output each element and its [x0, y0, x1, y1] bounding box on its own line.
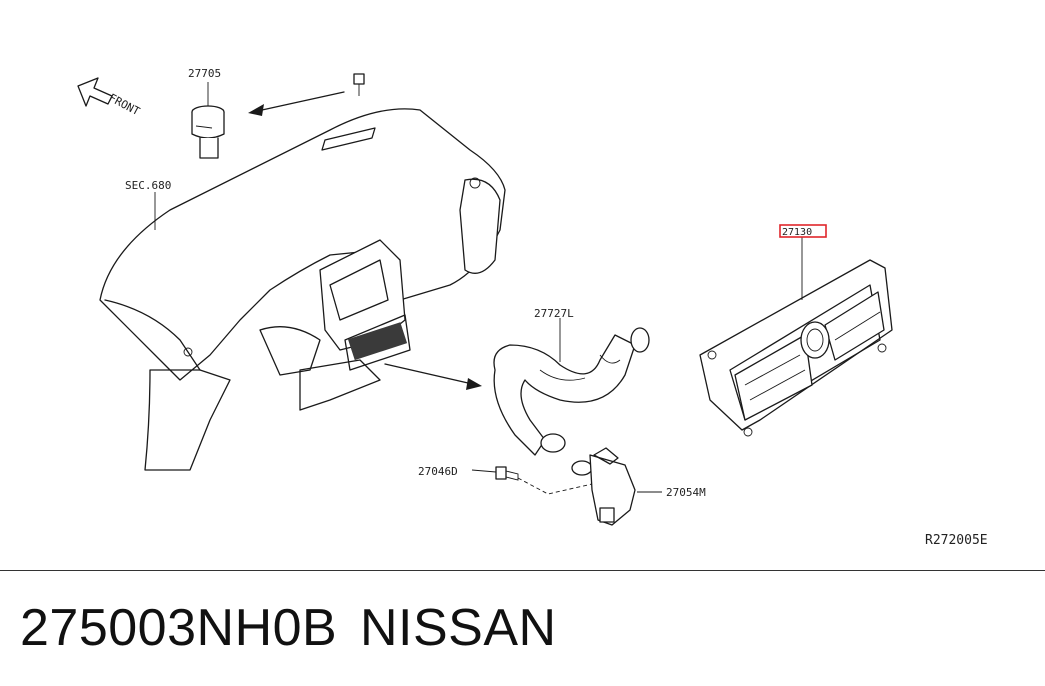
part-number: 275003NH0B — [20, 599, 338, 657]
divider — [0, 570, 1045, 571]
aspirator-27054M-icon — [571, 447, 636, 526]
highlight-box-27130 — [779, 224, 827, 238]
brand-name: NISSAN — [360, 599, 557, 657]
sensor-27705-icon — [191, 105, 225, 159]
callout-27727L: 27727L — [534, 307, 574, 320]
dashboard-icon — [99, 108, 506, 471]
front-arrow-icon — [77, 77, 113, 107]
screw-27046D-icon — [495, 466, 519, 481]
arrow-to-duct-icon — [384, 363, 482, 390]
dashed-leader — [517, 477, 593, 495]
parts-diagram: FRONT 27705 SEC.680 — [77, 67, 893, 526]
control-unit-27130-icon — [699, 259, 893, 437]
callout-27705: 27705 — [188, 67, 221, 80]
diagram-canvas: FRONT 27705 SEC.680 — [77, 67, 893, 526]
callout-27054M: 27054M — [666, 486, 706, 499]
leader-27046D — [471, 469, 497, 473]
callout-27130: 27130 — [782, 227, 812, 238]
callout-27046D: 27046D — [418, 465, 458, 478]
duct-27727L-icon — [493, 327, 650, 456]
arrow-to-27705-icon — [248, 91, 345, 116]
front-label: FRONT — [107, 91, 143, 118]
sec-label: SEC.680 — [125, 179, 171, 192]
reference-code: R272005E — [925, 533, 988, 548]
clip-icon — [353, 73, 365, 96]
